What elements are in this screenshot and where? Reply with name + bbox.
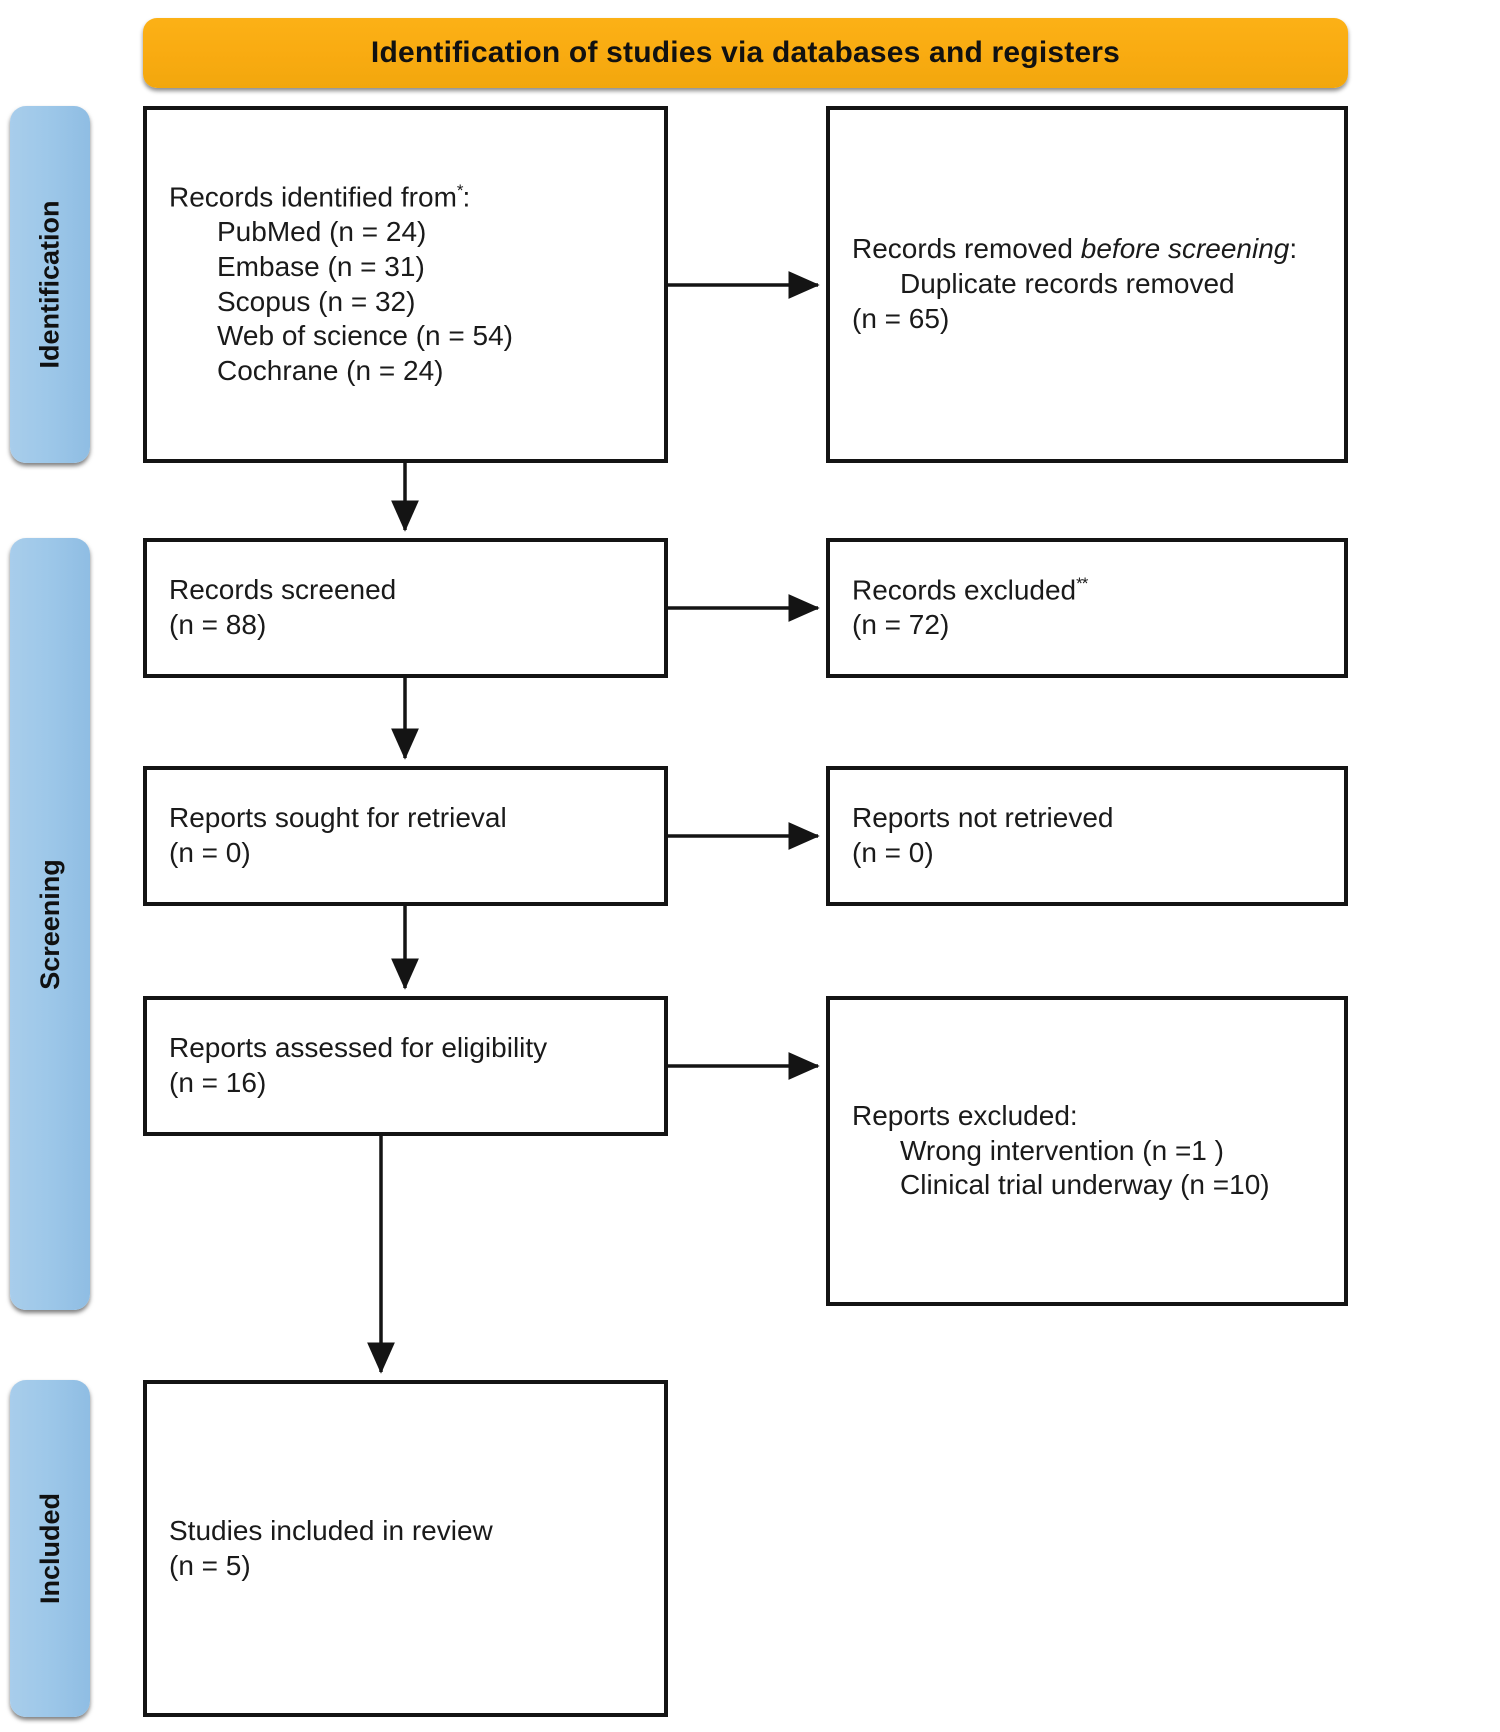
reason-clinical-trial-underway: Clinical trial underway (n =10) [900, 1169, 1270, 1201]
box-records-excluded: Records excluded** (n = 72) [826, 538, 1348, 678]
box-reports-assessed: Reports assessed for eligibility (n = 16… [143, 996, 668, 1136]
source-web-of-science: Web of science (n = 54) [217, 320, 513, 352]
box-records-removed: Records removed before screening: Duplic… [826, 106, 1348, 463]
records-screened-title: Records screened [169, 574, 397, 606]
studies-included-count: (n = 5) [169, 1549, 251, 1581]
stage-label-included: Included [34, 1492, 65, 1605]
diagram-title: Identification of studies via databases … [370, 36, 1121, 69]
reason-wrong-intervention: Wrong intervention (n =1 ) [900, 1134, 1224, 1166]
records-screened-count: (n = 88) [169, 609, 267, 640]
box-reports-sought: Reports sought for retrieval (n = 0) [143, 766, 668, 906]
box-studies-included: Studies included in review (n = 5) [143, 1380, 668, 1717]
reports-not-retrieved-count: (n = 0) [852, 837, 934, 868]
stage-label-identification: Identification [34, 200, 65, 369]
box-reports-excluded: Reports excluded: Wrong intervention (n … [826, 996, 1348, 1306]
reports-sought-count: (n = 0) [169, 837, 251, 868]
records-removed-title: Records removed before screening: [852, 233, 1298, 265]
stage-rail-screening: Screening [10, 538, 90, 1310]
records-removed-emphasis: before screening [1080, 233, 1290, 265]
footnote-marker-single: * [456, 181, 464, 201]
box-reports-not-retrieved: Reports not retrieved (n = 0) [826, 766, 1348, 906]
stage-rail-included: Included [10, 1380, 90, 1717]
source-scopus: Scopus (n = 32) [217, 285, 416, 317]
box-records-screened: Records screened (n = 88) [143, 538, 668, 678]
reports-not-retrieved-title: Reports not retrieved [852, 802, 1114, 834]
stage-label-screening: Screening [34, 858, 65, 990]
reports-assessed-count: (n = 16) [169, 1067, 267, 1098]
duplicate-records-removed-label: Duplicate records removed [900, 268, 1235, 300]
records-excluded-count: (n = 72) [852, 609, 950, 641]
reports-assessed-title: Reports assessed for eligibility [169, 1032, 548, 1064]
reports-sought-title: Reports sought for retrieval [169, 802, 507, 834]
records-excluded-title: Records excluded** [852, 574, 1088, 606]
studies-included-title: Studies included in review [169, 1514, 493, 1546]
footnote-marker-double: ** [1076, 574, 1088, 594]
stage-rail-identification: Identification [10, 106, 90, 463]
source-cochrane: Cochrane (n = 24) [217, 355, 444, 387]
diagram-header-banner: Identification of studies via databases … [143, 18, 1348, 88]
reports-excluded-title: Reports excluded: [852, 1099, 1078, 1131]
source-pubmed: PubMed (n = 24) [217, 216, 427, 248]
box-records-identified: Records identified from*: PubMed (n = 24… [143, 106, 668, 463]
source-embase: Embase (n = 31) [217, 250, 425, 282]
records-identified-title: Records identified from*: [169, 181, 471, 213]
duplicate-records-removed-count: (n = 65) [852, 302, 950, 334]
